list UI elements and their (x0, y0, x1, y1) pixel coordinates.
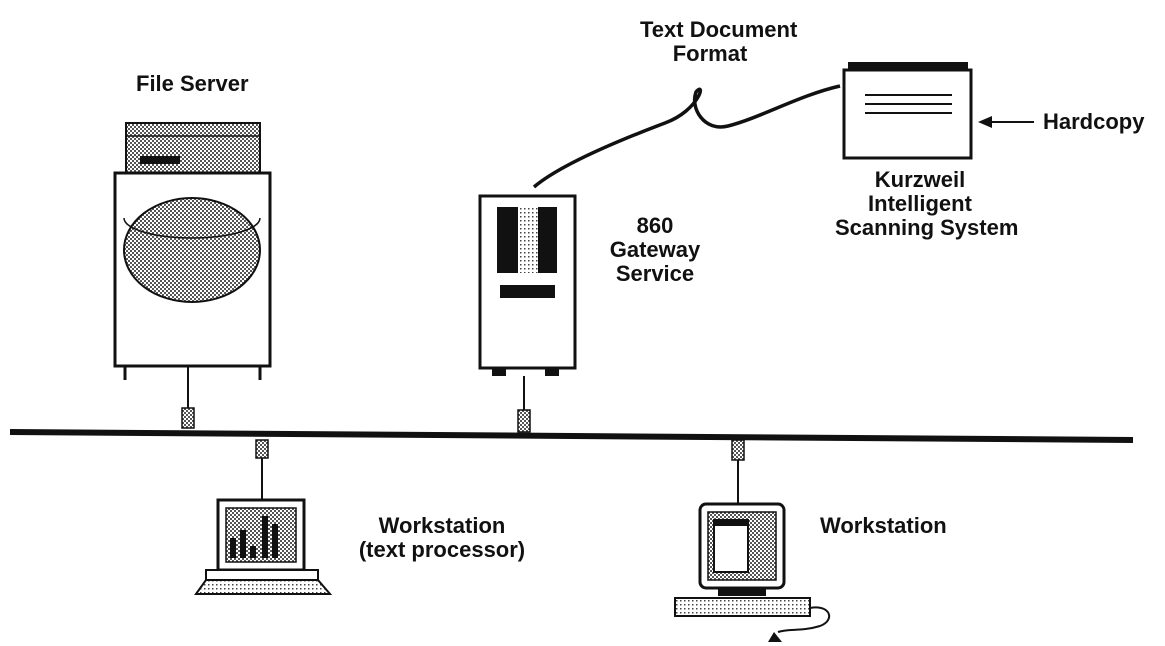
workstation-text-processor-icon (194, 439, 333, 595)
workstation-text-processor-line-1: Workstation (378, 513, 506, 538)
text-document-format-line-1: Text Document (640, 17, 798, 42)
hardcopy-arrow-icon (978, 116, 1034, 128)
workstation-label: Workstation (820, 513, 947, 538)
text-document-format-line-2: Format (672, 41, 748, 66)
text-document-format-label: Text Document Format (640, 17, 798, 66)
gateway-label-line-1: 860 (636, 213, 674, 238)
gateway-computer-icon (478, 194, 577, 433)
serial-cable (532, 84, 841, 189)
scanner-label-line-3: Scanning System (835, 215, 1019, 240)
file-server-icon (113, 122, 272, 429)
workstation-text-processor-label: Workstation (text processor) (352, 514, 532, 562)
gateway-label: 860 Gateway Service (600, 214, 710, 286)
gateway-label-line-3: Service (615, 261, 695, 286)
gateway-label-line-2: Gateway (609, 237, 701, 262)
workstation-text-processor-line-2: (text processor) (358, 537, 526, 562)
network-bus (9, 429, 1134, 443)
scanner-label: Kurzweil Intelligent Scanning System (835, 167, 1019, 240)
scanner-label-line-2: Intelligent (868, 191, 972, 216)
file-server-label: File Server (136, 71, 249, 96)
scanner-icon (842, 62, 973, 160)
hardcopy-label: Hardcopy (1043, 109, 1145, 134)
scanner-label-line-1: Kurzweil (874, 167, 966, 192)
workstation-icon (674, 439, 831, 642)
